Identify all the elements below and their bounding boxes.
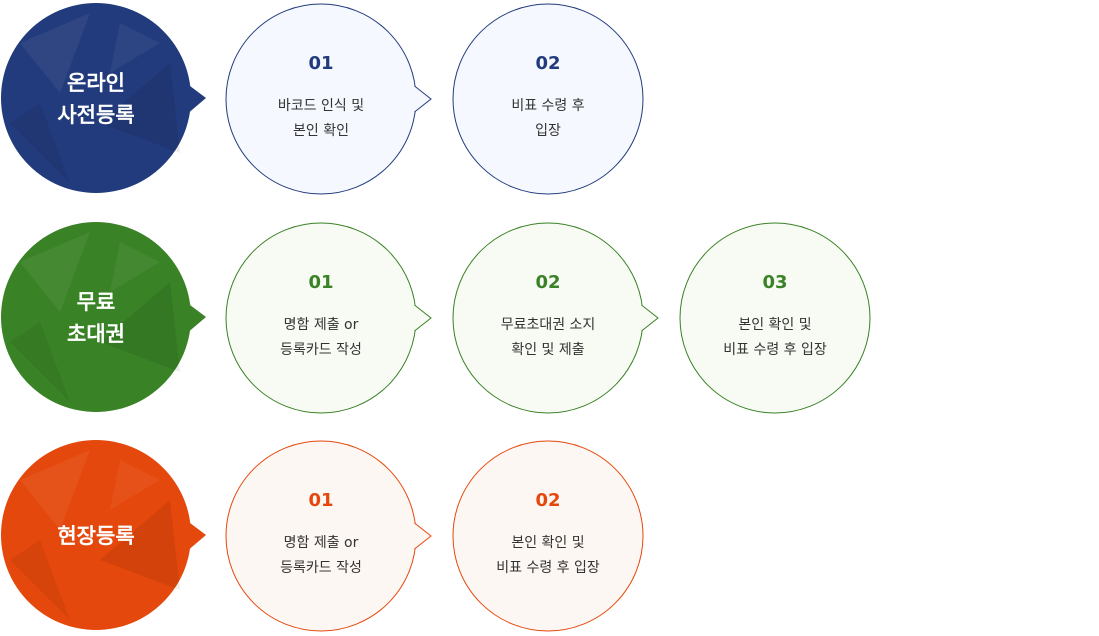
step-number: 01 <box>308 53 334 74</box>
category-title-line: 사전등록 <box>57 103 135 127</box>
step-text-line: 등록카드 작성 <box>280 560 362 576</box>
category-title-line: 온라인 <box>67 71 125 95</box>
step-bubble: 01 명함 제출 or 등록카드 작성 <box>225 440 437 636</box>
step-text-line: 본인 확인 및 <box>738 317 812 333</box>
step-text-line: 명함 제출 or <box>283 535 359 551</box>
category-title-line: 초대권 <box>67 322 125 346</box>
step-text-line: 비표 수령 후 입장 <box>496 560 600 576</box>
step-number: 02 <box>535 272 561 293</box>
category-title-line: 현장등록 <box>57 524 135 548</box>
step-description: 명함 제출 or 등록카드 작성 <box>225 313 417 363</box>
step-text-line: 비표 수령 후 입장 <box>723 342 827 358</box>
step-description: 명함 제출 or 등록카드 작성 <box>225 531 417 581</box>
step-text-line: 등록카드 작성 <box>280 342 362 358</box>
step-text-line: 비표 수령 후 <box>511 98 585 114</box>
step-number: 03 <box>762 272 788 293</box>
step-text-line: 명함 제출 or <box>283 317 359 333</box>
step-number: 01 <box>308 490 334 511</box>
step-text-line: 본인 확인 <box>293 123 349 139</box>
step-text-line: 입장 <box>535 123 561 139</box>
step-bubble: 01 명함 제출 or 등록카드 작성 <box>225 222 437 418</box>
step-text-line: 무료초대권 소지 <box>500 317 596 333</box>
step-number: 01 <box>308 272 334 293</box>
step-text-line: 본인 확인 및 <box>511 535 585 551</box>
step-text-line: 확인 및 제출 <box>511 342 585 358</box>
step-number: 02 <box>535 490 561 511</box>
step-text-line: 바코드 인식 및 <box>277 98 365 114</box>
category-title-line: 무료 <box>76 290 116 314</box>
step-number: 02 <box>535 53 561 74</box>
category-circle: 현장등록 <box>0 440 210 636</box>
